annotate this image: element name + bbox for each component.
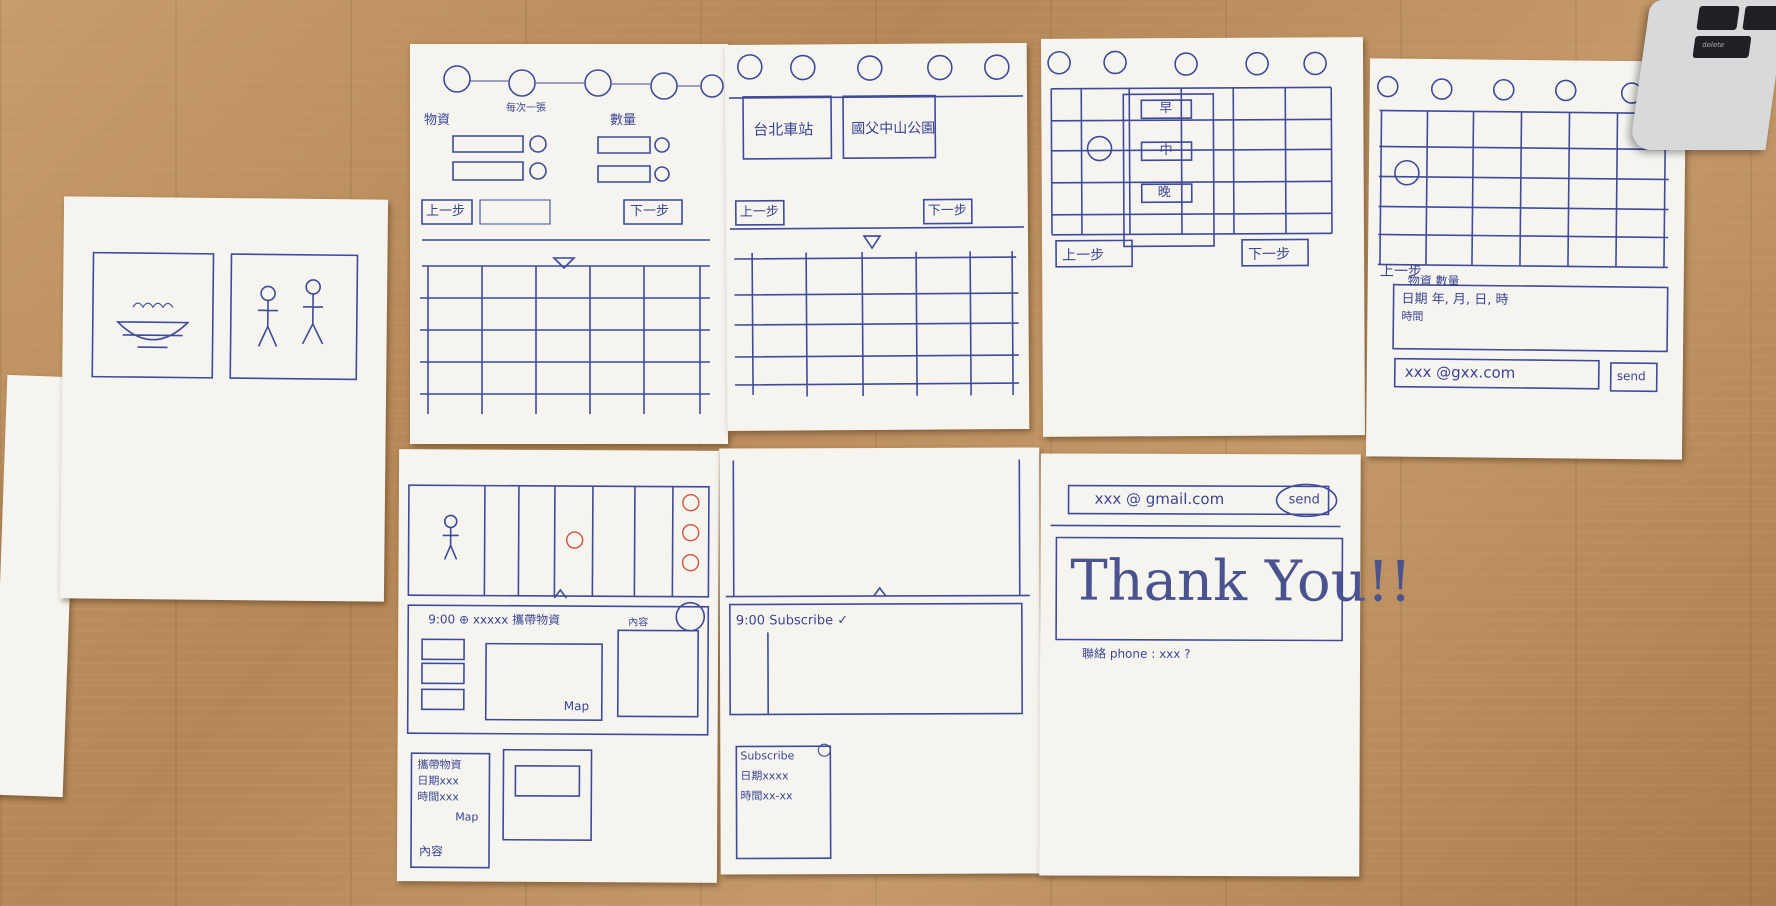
sheet-step4-sketch: [1366, 58, 1686, 459]
sheet-thankyou-sketch: [1039, 453, 1360, 876]
laptop-key: [1742, 6, 1776, 30]
sheet-schedule-sketch: [397, 449, 719, 883]
schedule-right-label: 內容: [628, 617, 649, 629]
step3-next-label: 下一步: [1248, 246, 1291, 263]
schedule-map-label: Map: [563, 699, 590, 714]
step4-send: send: [1616, 368, 1646, 384]
schedule-popup-title: 攜帶物資: [417, 758, 462, 772]
sheet-thankyou: xxx @ gmail.com send Thank You!! 聯絡 phon…: [1039, 453, 1412, 877]
schedule-content-label: 內容: [418, 844, 444, 859]
step3-slot-evening: 晚: [1157, 185, 1171, 201]
sheet-step1: 物資 每次一張 數量 上一步 下一步: [410, 44, 728, 444]
step2-station-1: 台北車站: [753, 120, 814, 139]
subscribe-row: 9:00 Subscribe ✓: [735, 613, 849, 629]
laptop-corner: delete: [1629, 0, 1776, 150]
step4-summary-top: 物資 數量: [1407, 273, 1460, 289]
step1-prev-label: 上一步: [426, 204, 466, 219]
step4-summary-time: 時間: [1401, 309, 1424, 323]
thankyou-email: xxx @ gmail.com: [1094, 489, 1225, 509]
thankyou-heading: Thank You!!: [1070, 548, 1412, 615]
step4-email: xxx @gxx.com: [1404, 362, 1516, 382]
step1-quantity-label: 數量: [610, 113, 637, 128]
step2-station-2: 國父中山公園: [851, 120, 936, 138]
schedule-popup-map: Map: [455, 810, 479, 824]
step4-summary-bottom: 日期 年, 月, 日, 時: [1401, 291, 1509, 308]
step2-prev-label: 上一步: [739, 204, 779, 220]
step3-slot-morning: 早: [1159, 101, 1173, 117]
sheet-step4: 上一步 物資 數量 日期 年, 月, 日, 時 時間 xxx @gxx.com …: [1365, 58, 1687, 460]
step3-prev-label: 上一步: [1062, 247, 1105, 264]
laptop-key: [1696, 6, 1740, 30]
sheet-step1-sketch: [410, 44, 728, 444]
step1-once-label: 每次一張: [506, 103, 546, 114]
sheet-step3-sketch: [1041, 37, 1365, 437]
subscribe-popup-time: 時間xx-xx: [740, 789, 793, 803]
sheet-step2-sketch: [725, 43, 1030, 431]
step2-next-label: 下一步: [927, 203, 967, 219]
thankyou-send: send: [1288, 492, 1320, 508]
sheet-step3: 早 中 晚 上一步 下一步: [1040, 37, 1366, 437]
thankyou-contact: 聯絡 phone : xxx ?: [1082, 646, 1191, 661]
schedule-row-label: 9:00 ⊕ xxxxx 攜帶物資: [428, 612, 561, 628]
schedule-popup-time: 時間xxx: [417, 790, 459, 804]
sheet-intro-sketch: [60, 196, 388, 601]
subscribe-popup-date: 日期xxxx: [740, 769, 789, 783]
step3-slot-noon: 中: [1159, 143, 1173, 159]
laptop-key-delete: delete: [1692, 36, 1752, 58]
step1-next-label: 下一步: [630, 204, 670, 219]
sheet-intro: [59, 196, 389, 602]
sheet-schedule: 9:00 ⊕ xxxxx 攜帶物資 內容 Map 攜帶物資 日期xxx 時間xx…: [396, 449, 720, 883]
sheet-subscribe: 9:00 Subscribe ✓ Subscribe 日期xxxx 時間xx-x…: [719, 447, 1041, 875]
sheet-step2: 台北車站 國父中山公園 上一步 下一步: [724, 42, 1030, 432]
subscribe-popup-title: Subscribe: [740, 749, 795, 763]
step1-supplies-label: 物資: [424, 113, 451, 128]
sheet-subscribe-sketch: [719, 447, 1040, 874]
schedule-popup-date: 日期xxx: [417, 774, 459, 788]
